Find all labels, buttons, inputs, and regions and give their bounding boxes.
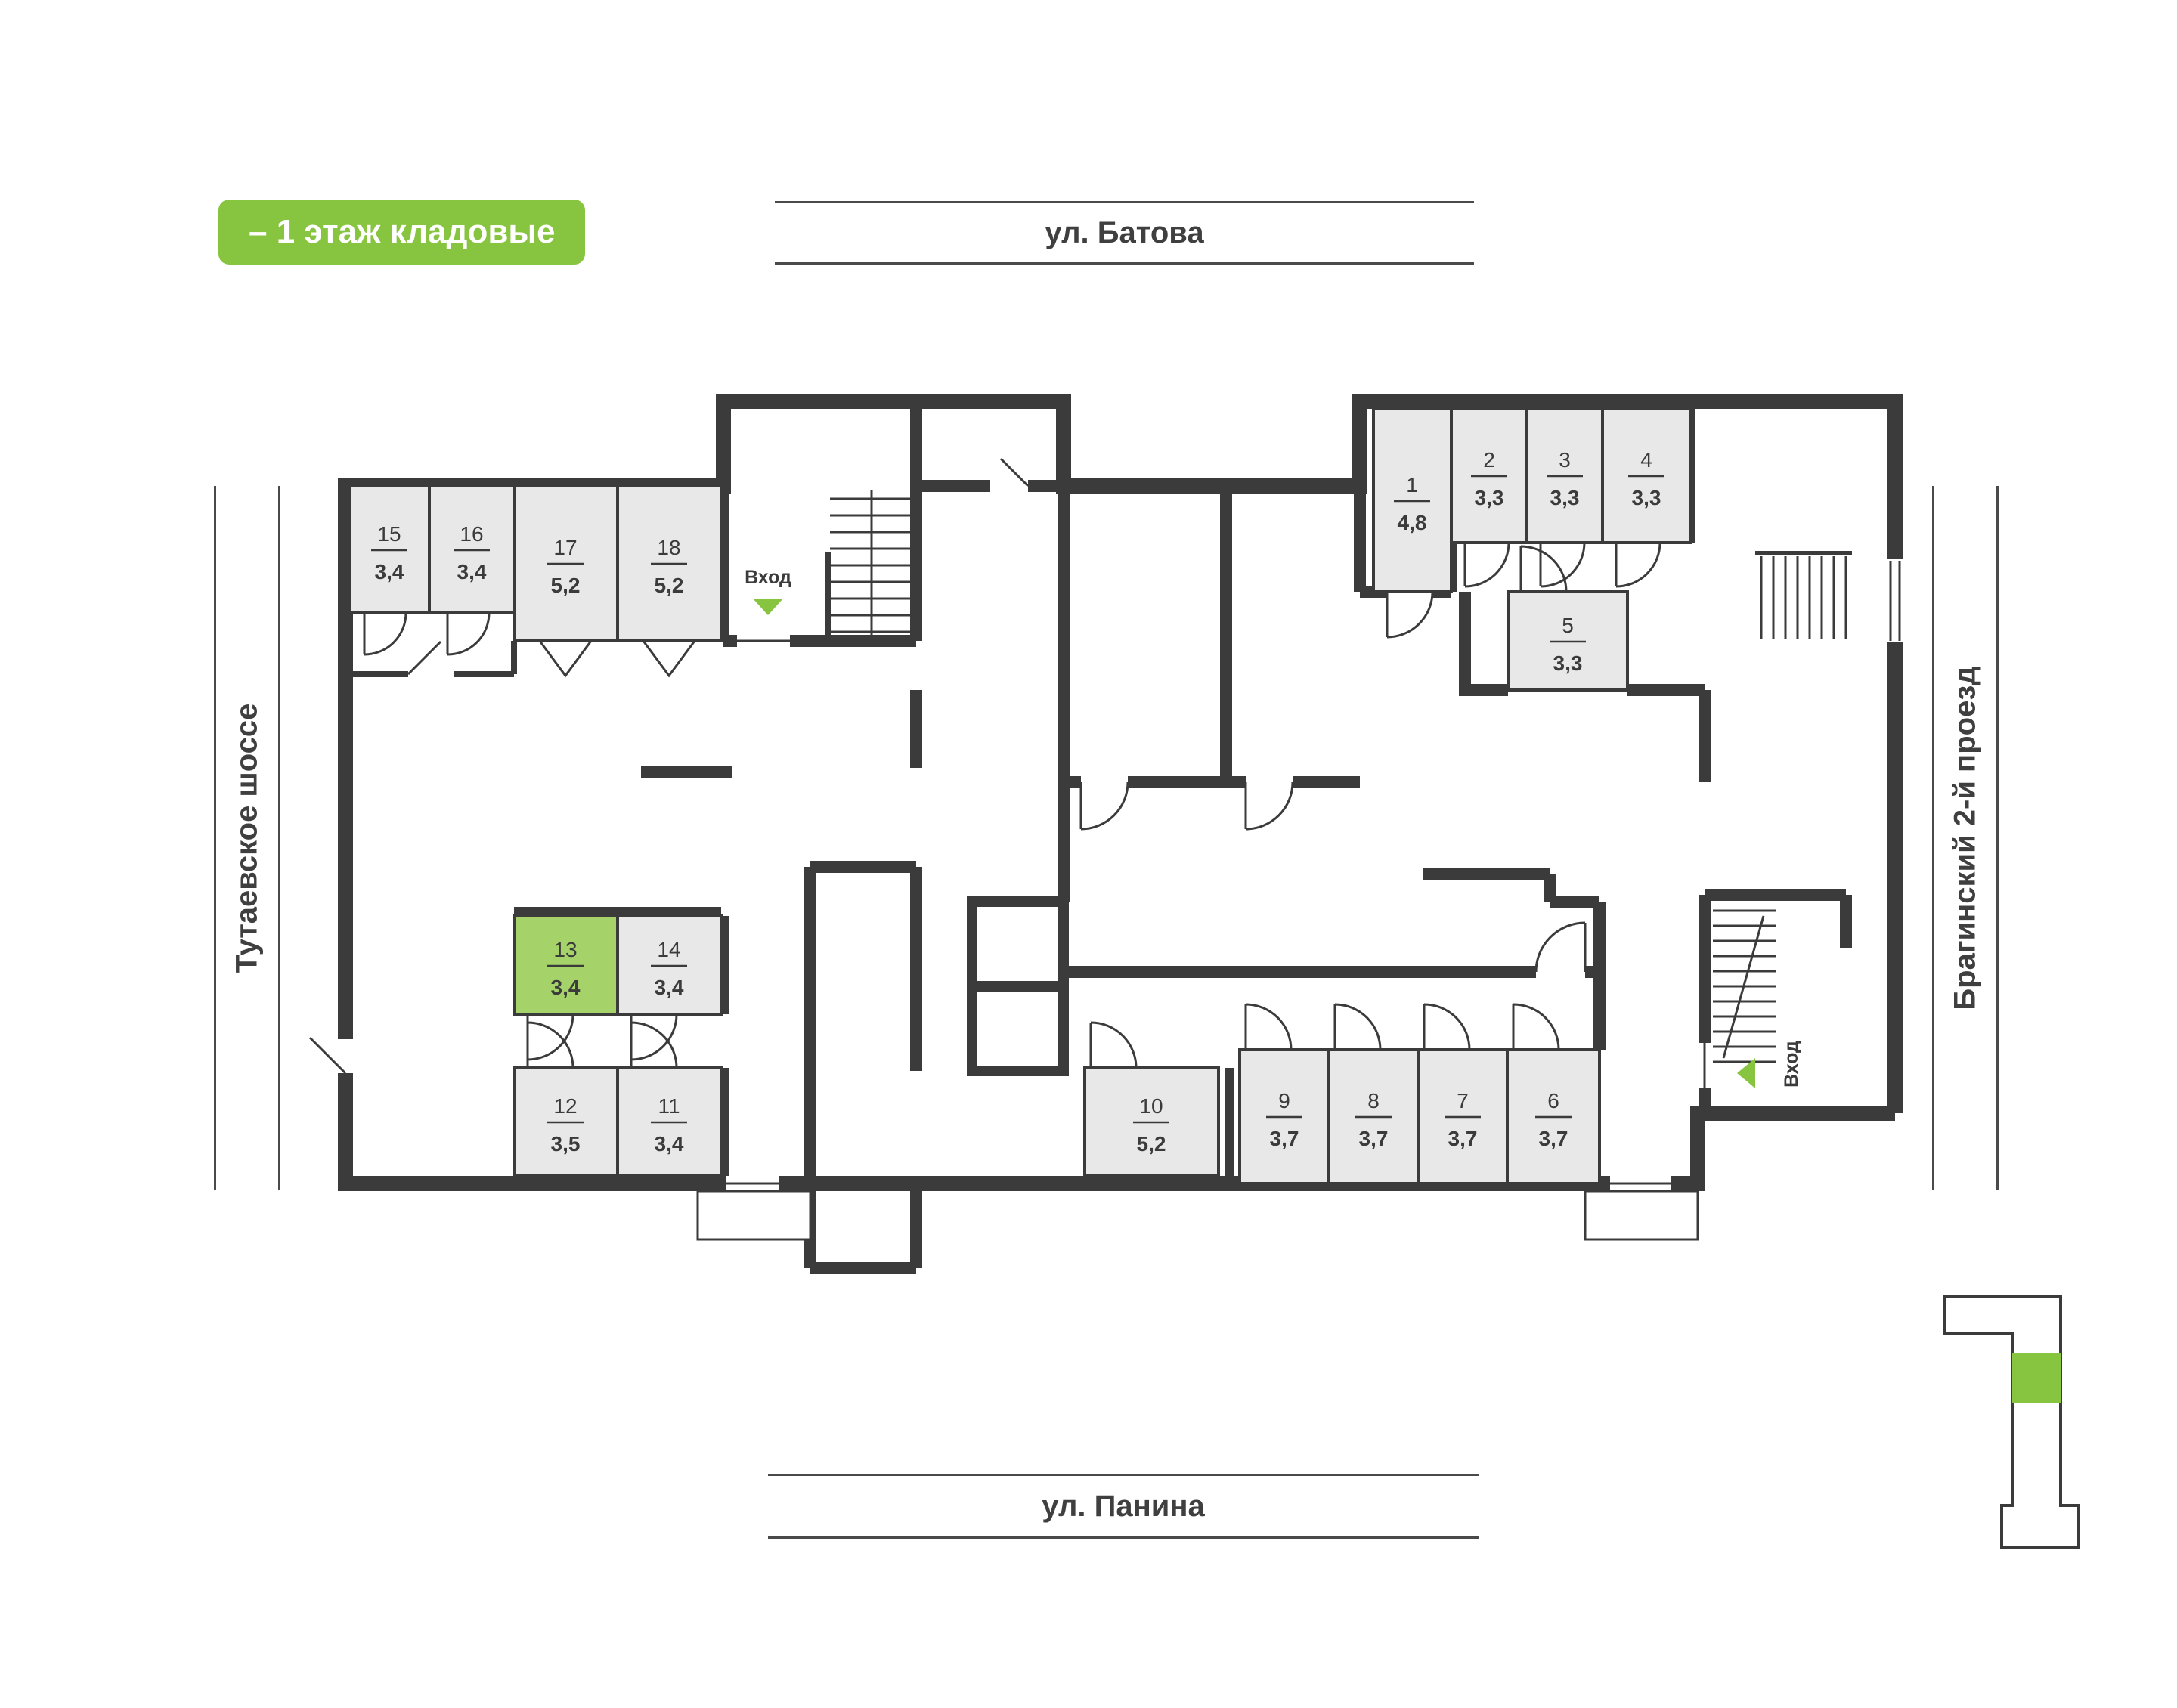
room-13[interactable]: 13 3,4 (513, 914, 619, 1016)
room-17-area: 5,2 (551, 574, 581, 597)
shaft-1 (967, 896, 1069, 992)
room-9[interactable]: 9 3,7 (1238, 1048, 1330, 1185)
room-12-number: 12 (553, 1094, 577, 1118)
entrance-top-arrow-icon (753, 599, 783, 615)
room-8-number: 8 (1367, 1089, 1380, 1112)
street-label-bottom: ул. Панина (768, 1474, 1479, 1539)
room-12-area: 3,5 (551, 1132, 581, 1156)
room5-walls (1459, 592, 1711, 782)
room-16-area: 3,4 (457, 560, 487, 583)
room-6-number: 6 (1547, 1089, 1559, 1112)
street-bottom-text: ул. Панина (1042, 1489, 1205, 1523)
room-2-number: 2 (1483, 448, 1495, 472)
street-right-text: Брагинский 2-й проезд (1948, 666, 1982, 1010)
midtop-rooms-walls (1058, 486, 1366, 902)
room-4-number: 4 (1640, 448, 1652, 472)
room-17[interactable]: 17 5,2 (513, 484, 619, 642)
room-7-area: 3,7 (1448, 1127, 1478, 1150)
room-14[interactable]: 14 3,4 (616, 914, 723, 1016)
door-lines (308, 457, 1901, 1185)
room-4-area: 3,3 (1632, 486, 1661, 509)
room-3-number: 3 (1559, 448, 1571, 472)
room-9-number: 9 (1278, 1089, 1290, 1112)
room-5[interactable]: 5 3,3 (1507, 590, 1629, 692)
room-10[interactable]: 10 5,2 (1083, 1066, 1220, 1177)
room-15-number: 15 (377, 522, 401, 546)
entrance-right-arrow-icon (1737, 1058, 1755, 1088)
entrance-right-label: Вход (1781, 1041, 1802, 1088)
room-17-number: 17 (553, 536, 577, 559)
outer-wall-bottom-right (1671, 1106, 1895, 1191)
room-5-area: 3,3 (1553, 651, 1583, 675)
room-12[interactable]: 12 3,5 (513, 1066, 619, 1177)
room-15-area: 3,4 (375, 560, 404, 583)
room-7[interactable]: 7 3,7 (1417, 1048, 1509, 1185)
room-2-area: 3,3 (1475, 486, 1504, 509)
street-left-text: Тутаевское шоссе (230, 703, 264, 973)
room-6[interactable]: 6 3,7 (1506, 1048, 1601, 1185)
room-4[interactable]: 4 3,3 (1601, 407, 1692, 544)
floor-badge: – 1 этаж кладовые (218, 200, 586, 265)
room-8-area: 3,7 (1359, 1127, 1389, 1150)
entrance-top: Вход (745, 567, 791, 615)
room-9-area: 3,7 (1270, 1127, 1299, 1150)
doors (308, 457, 1901, 1185)
room-1-area: 4,8 (1398, 511, 1427, 534)
shafts (967, 896, 1069, 1076)
room-10-number: 10 (1139, 1094, 1163, 1118)
stairs-top (830, 490, 913, 638)
shaft-2 (967, 981, 1069, 1076)
stairs-bottom-right (1713, 909, 1776, 1063)
room-11-number: 11 (658, 1094, 680, 1118)
room-16[interactable]: 16 3,4 (428, 484, 516, 614)
room-18-area: 5,2 (655, 574, 684, 597)
room-15[interactable]: 15 3,4 (348, 484, 431, 614)
exterior-step-left (696, 1190, 812, 1241)
room-18-number: 18 (657, 536, 680, 559)
room-3-area: 3,3 (1550, 486, 1580, 509)
room-2[interactable]: 2 3,3 (1450, 407, 1528, 544)
room-1-number: 1 (1406, 473, 1418, 497)
street-label-top: ул. Батова (775, 201, 1474, 265)
room-11[interactable]: 11 3,4 (616, 1066, 723, 1177)
minimap-current-section[interactable] (2012, 1353, 2061, 1403)
entrance-right: Вход (1737, 1041, 1802, 1088)
long-corridor-wall (1064, 868, 1606, 1050)
street-label-right: Брагинский 2-й проезд (1932, 486, 1999, 1190)
room-13-shape[interactable] (513, 914, 619, 1016)
room-10-area: 5,2 (1137, 1132, 1166, 1156)
stairs-top-treads (830, 490, 913, 638)
central-corridor-walls (804, 861, 922, 1274)
room-3[interactable]: 3 3,3 (1525, 407, 1604, 544)
stairs-top-right (1755, 551, 1852, 639)
room-6-area: 3,7 (1539, 1127, 1568, 1150)
room-14-number: 14 (657, 938, 680, 961)
room-16-number: 16 (460, 522, 483, 546)
entrance-top-label: Вход (745, 567, 791, 588)
exterior-step-right (1584, 1190, 1699, 1241)
room-5-number: 5 (1562, 614, 1574, 637)
room-8[interactable]: 8 3,7 (1327, 1048, 1420, 1185)
room-18[interactable]: 18 5,2 (616, 484, 723, 642)
room-13-area: 3,4 (551, 976, 581, 999)
room-13-number: 13 (553, 938, 577, 961)
stairs-top-right-treads (1760, 556, 1847, 639)
room-1[interactable]: 1 4,8 (1372, 407, 1453, 593)
corridor-wall-under-15-16 (345, 641, 517, 677)
street-label-left: Тутаевское шоссе (214, 486, 280, 1190)
stairs-bottom-right-treads (1713, 909, 1776, 1063)
room-7-number: 7 (1457, 1089, 1469, 1112)
outer-wall-left-bottom (338, 1073, 726, 1191)
stairblock-walls (717, 401, 922, 647)
stairwell-right-walls (1699, 889, 1852, 1113)
room-11-area: 3,4 (655, 1132, 684, 1156)
minimap-outline (1943, 1295, 2080, 1549)
street-top-text: ул. Батова (1045, 215, 1204, 249)
room-14-area: 3,4 (655, 976, 684, 999)
building-minimap (1943, 1295, 2080, 1549)
